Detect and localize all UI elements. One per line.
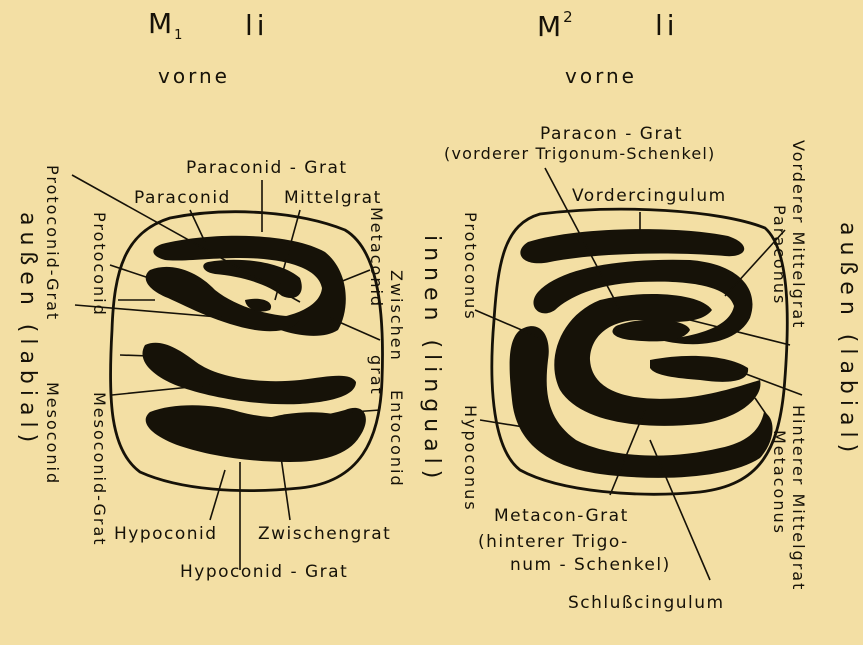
left-heading-sub: 1 — [174, 28, 184, 43]
label-paraconid: Paraconid — [134, 190, 231, 207]
label-metacon-grat: Metacon-Grat — [494, 508, 629, 525]
vlabel-hypoconus: Hypoconus — [462, 405, 478, 512]
vlabel-mesoconid: Mesoconid — [44, 382, 60, 485]
label-schlusscingulum: Schlußcingulum — [568, 595, 725, 612]
vlabel-protoconid-grat: Protoconid-Grat — [44, 165, 60, 321]
label-vorderer-schenkel: (vorderer Trigonum-Schenkel) — [444, 146, 715, 162]
right-inner-loop — [612, 320, 690, 342]
label-paracon-grat: Paracon - Grat — [540, 126, 683, 143]
vlabel-zwischen: Zwischen — [388, 270, 404, 362]
vlabel-protoconid: Protoconid — [91, 212, 107, 317]
vlabel-protoconus: Protoconus — [462, 212, 478, 321]
vlabel-innen-lingual: innen (lingual) — [420, 235, 442, 484]
vlabel-entoconid: Entoconid — [388, 390, 404, 488]
left-orientation-label: vorne — [158, 66, 230, 86]
left-leader-lines — [72, 175, 380, 570]
vlabel-mesoconid-grat: Mesoconid-Grat — [91, 392, 107, 547]
right-orientation-label: vorne — [565, 66, 637, 86]
left-tooth-m1 — [72, 175, 383, 570]
left-mesoconid-arm — [142, 343, 356, 405]
right-heading: M2 — [537, 10, 575, 41]
vlabel-hinterer-mittelgrat: Hinterer Mittelgrat — [790, 405, 806, 591]
label-mittelgrat: Mittelgrat — [284, 190, 382, 207]
left-heading-main: M — [148, 7, 174, 40]
left-heading: M1 — [148, 10, 184, 42]
right-heading-sup: 2 — [563, 8, 575, 26]
label-vordercingulum: Vordercingulum — [572, 188, 727, 205]
vlabel-paraconus: Paraconus — [771, 205, 787, 305]
label-hypoconid-grat: Hypoconid - Grat — [180, 564, 348, 581]
label-left-zwischengrat: Zwischengrat — [258, 526, 391, 543]
label-hypoconid: Hypoconid — [114, 526, 218, 543]
vlabel-vorderer-mittelgrat: Vorderer Mittelgrat — [790, 140, 806, 329]
right-heading-main: M — [537, 10, 563, 43]
left-heading-li: li — [245, 12, 269, 40]
label-hinterer-line2: num - Schenkel) — [510, 557, 671, 574]
vlabel-grat: grat — [368, 355, 384, 396]
left-mittelgrat — [203, 260, 302, 298]
label-paraconid-grat: Paraconid - Grat — [186, 160, 348, 177]
vlabel-metaconus: Metaconus — [771, 430, 787, 535]
vlabel-metaconid: Metaconid — [368, 207, 384, 308]
vlabel-left-aussen-labial: außen (labial) — [16, 212, 38, 448]
vlabel-right-aussen-labial: außen (labial) — [836, 222, 858, 458]
label-hinterer-line1: (hinterer Trigo- — [478, 534, 629, 551]
right-vordercingulum — [520, 229, 744, 263]
right-heading-li: li — [655, 12, 679, 40]
